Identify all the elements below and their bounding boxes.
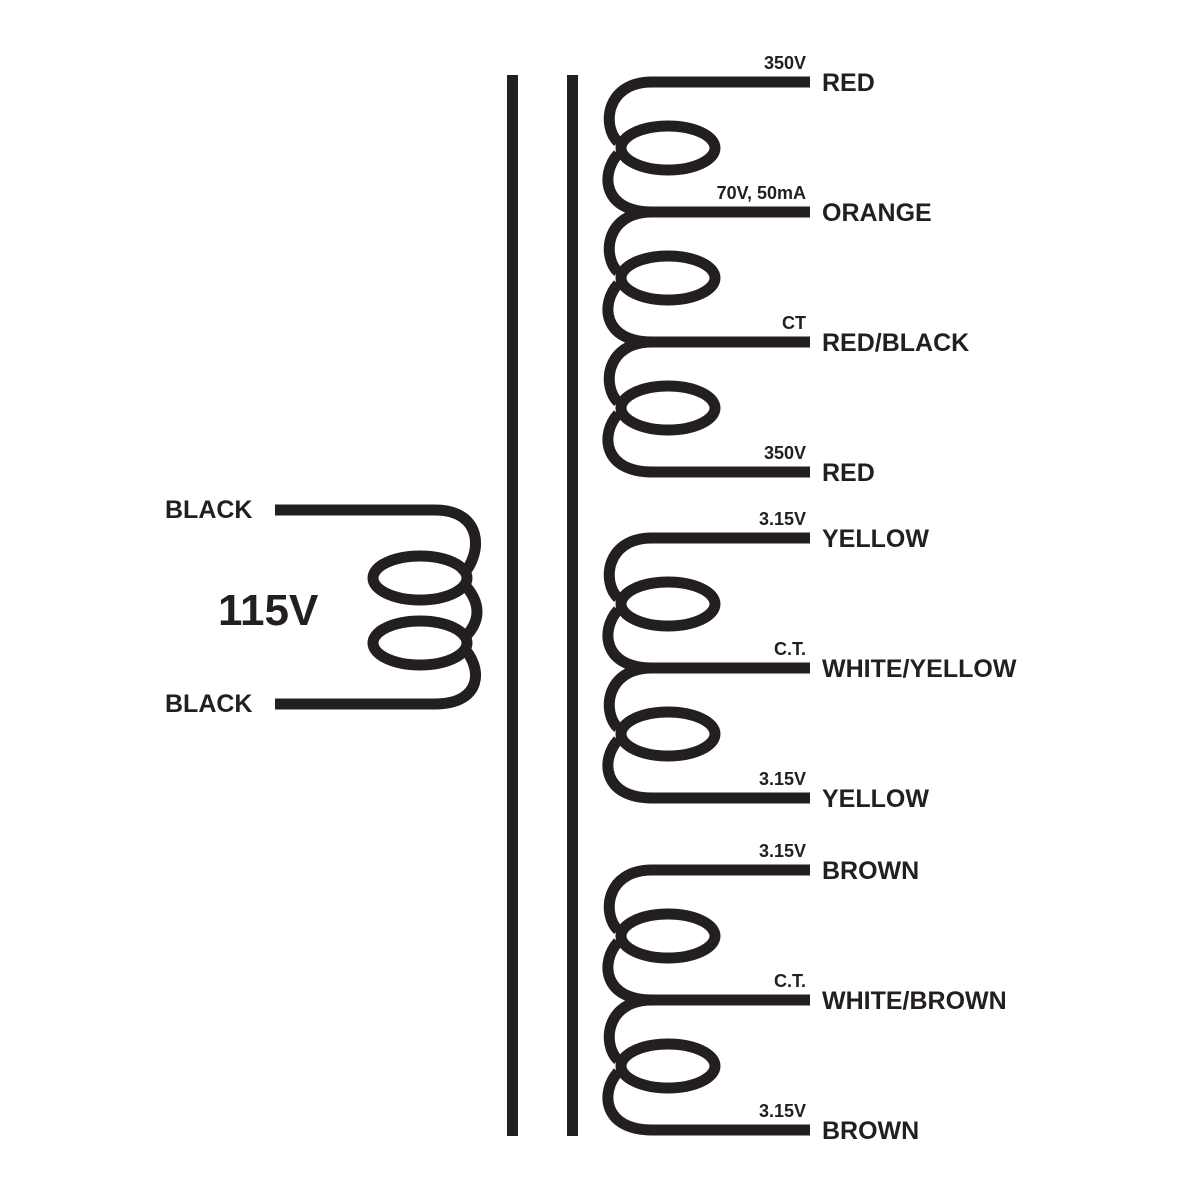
tap-rating-label: 70V, 50mA (717, 183, 806, 203)
core-bar-left (507, 75, 518, 1136)
coil-turn (602, 76, 653, 218)
coil-turn (602, 532, 653, 674)
tap-wire-color-label: RED (822, 459, 875, 487)
primary-bottom-lead-label: BLACK (165, 690, 253, 718)
coil-loop (615, 120, 721, 176)
core (507, 75, 578, 1136)
tap-wire-color-label: RED/BLACK (822, 329, 969, 357)
tap-rating-label: 3.15V (759, 509, 806, 529)
secondary-winding: 3.15V BROWN C.T. WHITE/BROWN 3.15V BROWN (602, 841, 1007, 1145)
tap-rating-label: 350V (764, 53, 806, 73)
tap-wire-color-label: WHITE/BROWN (822, 987, 1007, 1015)
primary-voltage-label: 115V (218, 586, 319, 635)
coil-turn (602, 864, 653, 1006)
coil-loop (615, 250, 721, 306)
primary-coil-loop (367, 615, 473, 671)
tap-rating-label: CT (782, 313, 806, 333)
core-bar-right (567, 75, 578, 1136)
secondary-windings: 350V RED 70V, 50mA ORANGE CT RED/BLACK 350V RED… (602, 53, 1017, 1145)
tap-wire-color-label: BROWN (822, 857, 919, 885)
tap-wire-color-label: RED (822, 69, 875, 97)
tap-wire-color-label: WHITE/YELLOW (822, 655, 1017, 683)
coil-loop (615, 380, 721, 436)
secondary-winding: 350V RED 70V, 50mA ORANGE CT RED/BLACK 350V RED (602, 53, 969, 487)
tap-rating-label: C.T. (774, 639, 806, 659)
primary-coil-loop (367, 550, 473, 606)
tap-wire-color-label: BROWN (822, 1117, 919, 1145)
coil-turn (602, 336, 653, 478)
secondary-winding: 3.15V YELLOW C.T. WHITE/YELLOW 3.15V YELLOW (602, 509, 1017, 813)
tap-rating-label: C.T. (774, 971, 806, 991)
primary-top-lead-label: BLACK (165, 496, 253, 524)
coil-loop (615, 576, 721, 632)
coil-turn (602, 994, 653, 1136)
tap-rating-label: 350V (764, 443, 806, 463)
coil-loop (615, 1038, 721, 1094)
tap-wire-color-label: YELLOW (822, 785, 929, 813)
tap-wire-color-label: YELLOW (822, 525, 929, 553)
tap-rating-label: 3.15V (759, 841, 806, 861)
tap-rating-label: 3.15V (759, 1101, 806, 1121)
coil-loop (615, 908, 721, 964)
coil-turn (602, 206, 653, 348)
coil-turn (602, 662, 653, 804)
primary-winding: BLACK BLACK 115V (165, 496, 483, 718)
tap-rating-label: 3.15V (759, 769, 806, 789)
coil-loop (615, 706, 721, 762)
tap-wire-color-label: ORANGE (822, 199, 932, 227)
